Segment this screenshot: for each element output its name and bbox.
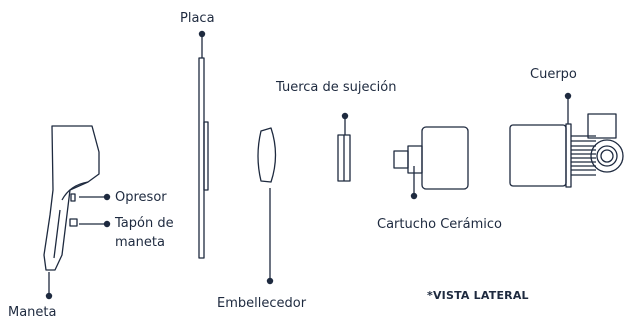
lateral-view-note: *VISTA LATERAL bbox=[427, 289, 529, 302]
tuerca-part bbox=[337, 134, 351, 182]
embellecedor-part bbox=[257, 127, 277, 183]
label-maneta: Maneta bbox=[8, 305, 57, 320]
label-tapon-line2: maneta bbox=[115, 235, 165, 250]
label-placa: Placa bbox=[180, 11, 215, 26]
maneta-part bbox=[43, 125, 100, 271]
leader-lines bbox=[48, 36, 569, 296]
opresor-part bbox=[70, 193, 76, 202]
label-embellecedor: Embellecedor bbox=[217, 296, 307, 311]
cartucho-part bbox=[393, 126, 469, 190]
cuerpo-part bbox=[509, 113, 624, 188]
label-cuerpo: Cuerpo bbox=[530, 67, 577, 82]
placa-part bbox=[198, 57, 209, 259]
label-tuerca: Tuerca de sujeción bbox=[276, 80, 397, 95]
label-tapon-line1: Tapón de bbox=[115, 216, 174, 231]
label-opresor: Opresor bbox=[115, 190, 167, 205]
leader-dots bbox=[45, 30, 572, 300]
label-cartucho: Cartucho Cerámico bbox=[377, 217, 502, 232]
tapon-part bbox=[69, 218, 78, 227]
